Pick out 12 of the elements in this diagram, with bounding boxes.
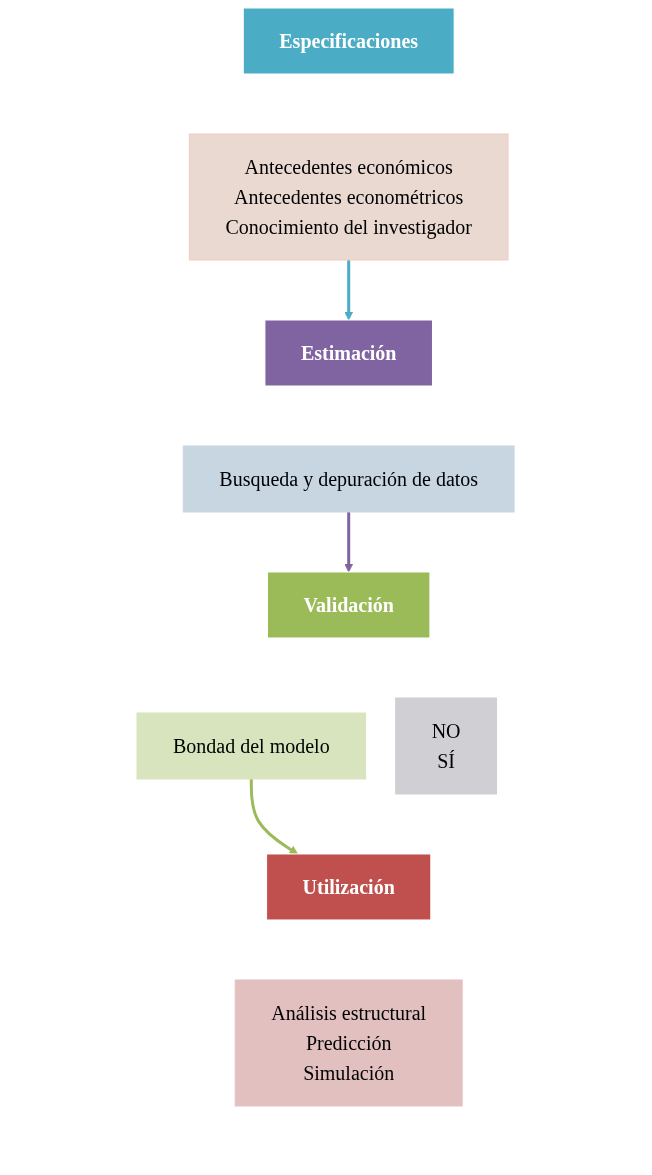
arrow bbox=[250, 779, 299, 855]
node-box: Antecedentes económicos Antecedentes econométricos Conocimiento del investigador bbox=[189, 133, 509, 261]
node-box: Busqueda y depuración de datos bbox=[183, 445, 516, 513]
node-box: Especificaciones bbox=[243, 7, 456, 75]
arrow bbox=[344, 260, 354, 321]
node-box: Análisis estructural Predicción Simulación bbox=[235, 979, 464, 1107]
arrow bbox=[344, 512, 354, 573]
node-box: Utilización bbox=[266, 853, 432, 921]
node-box: Validación bbox=[267, 571, 431, 639]
node-box: Estimación bbox=[264, 319, 434, 387]
node-box: NO SÍ bbox=[395, 697, 498, 795]
node-box: Bondad del modelo bbox=[136, 712, 367, 780]
